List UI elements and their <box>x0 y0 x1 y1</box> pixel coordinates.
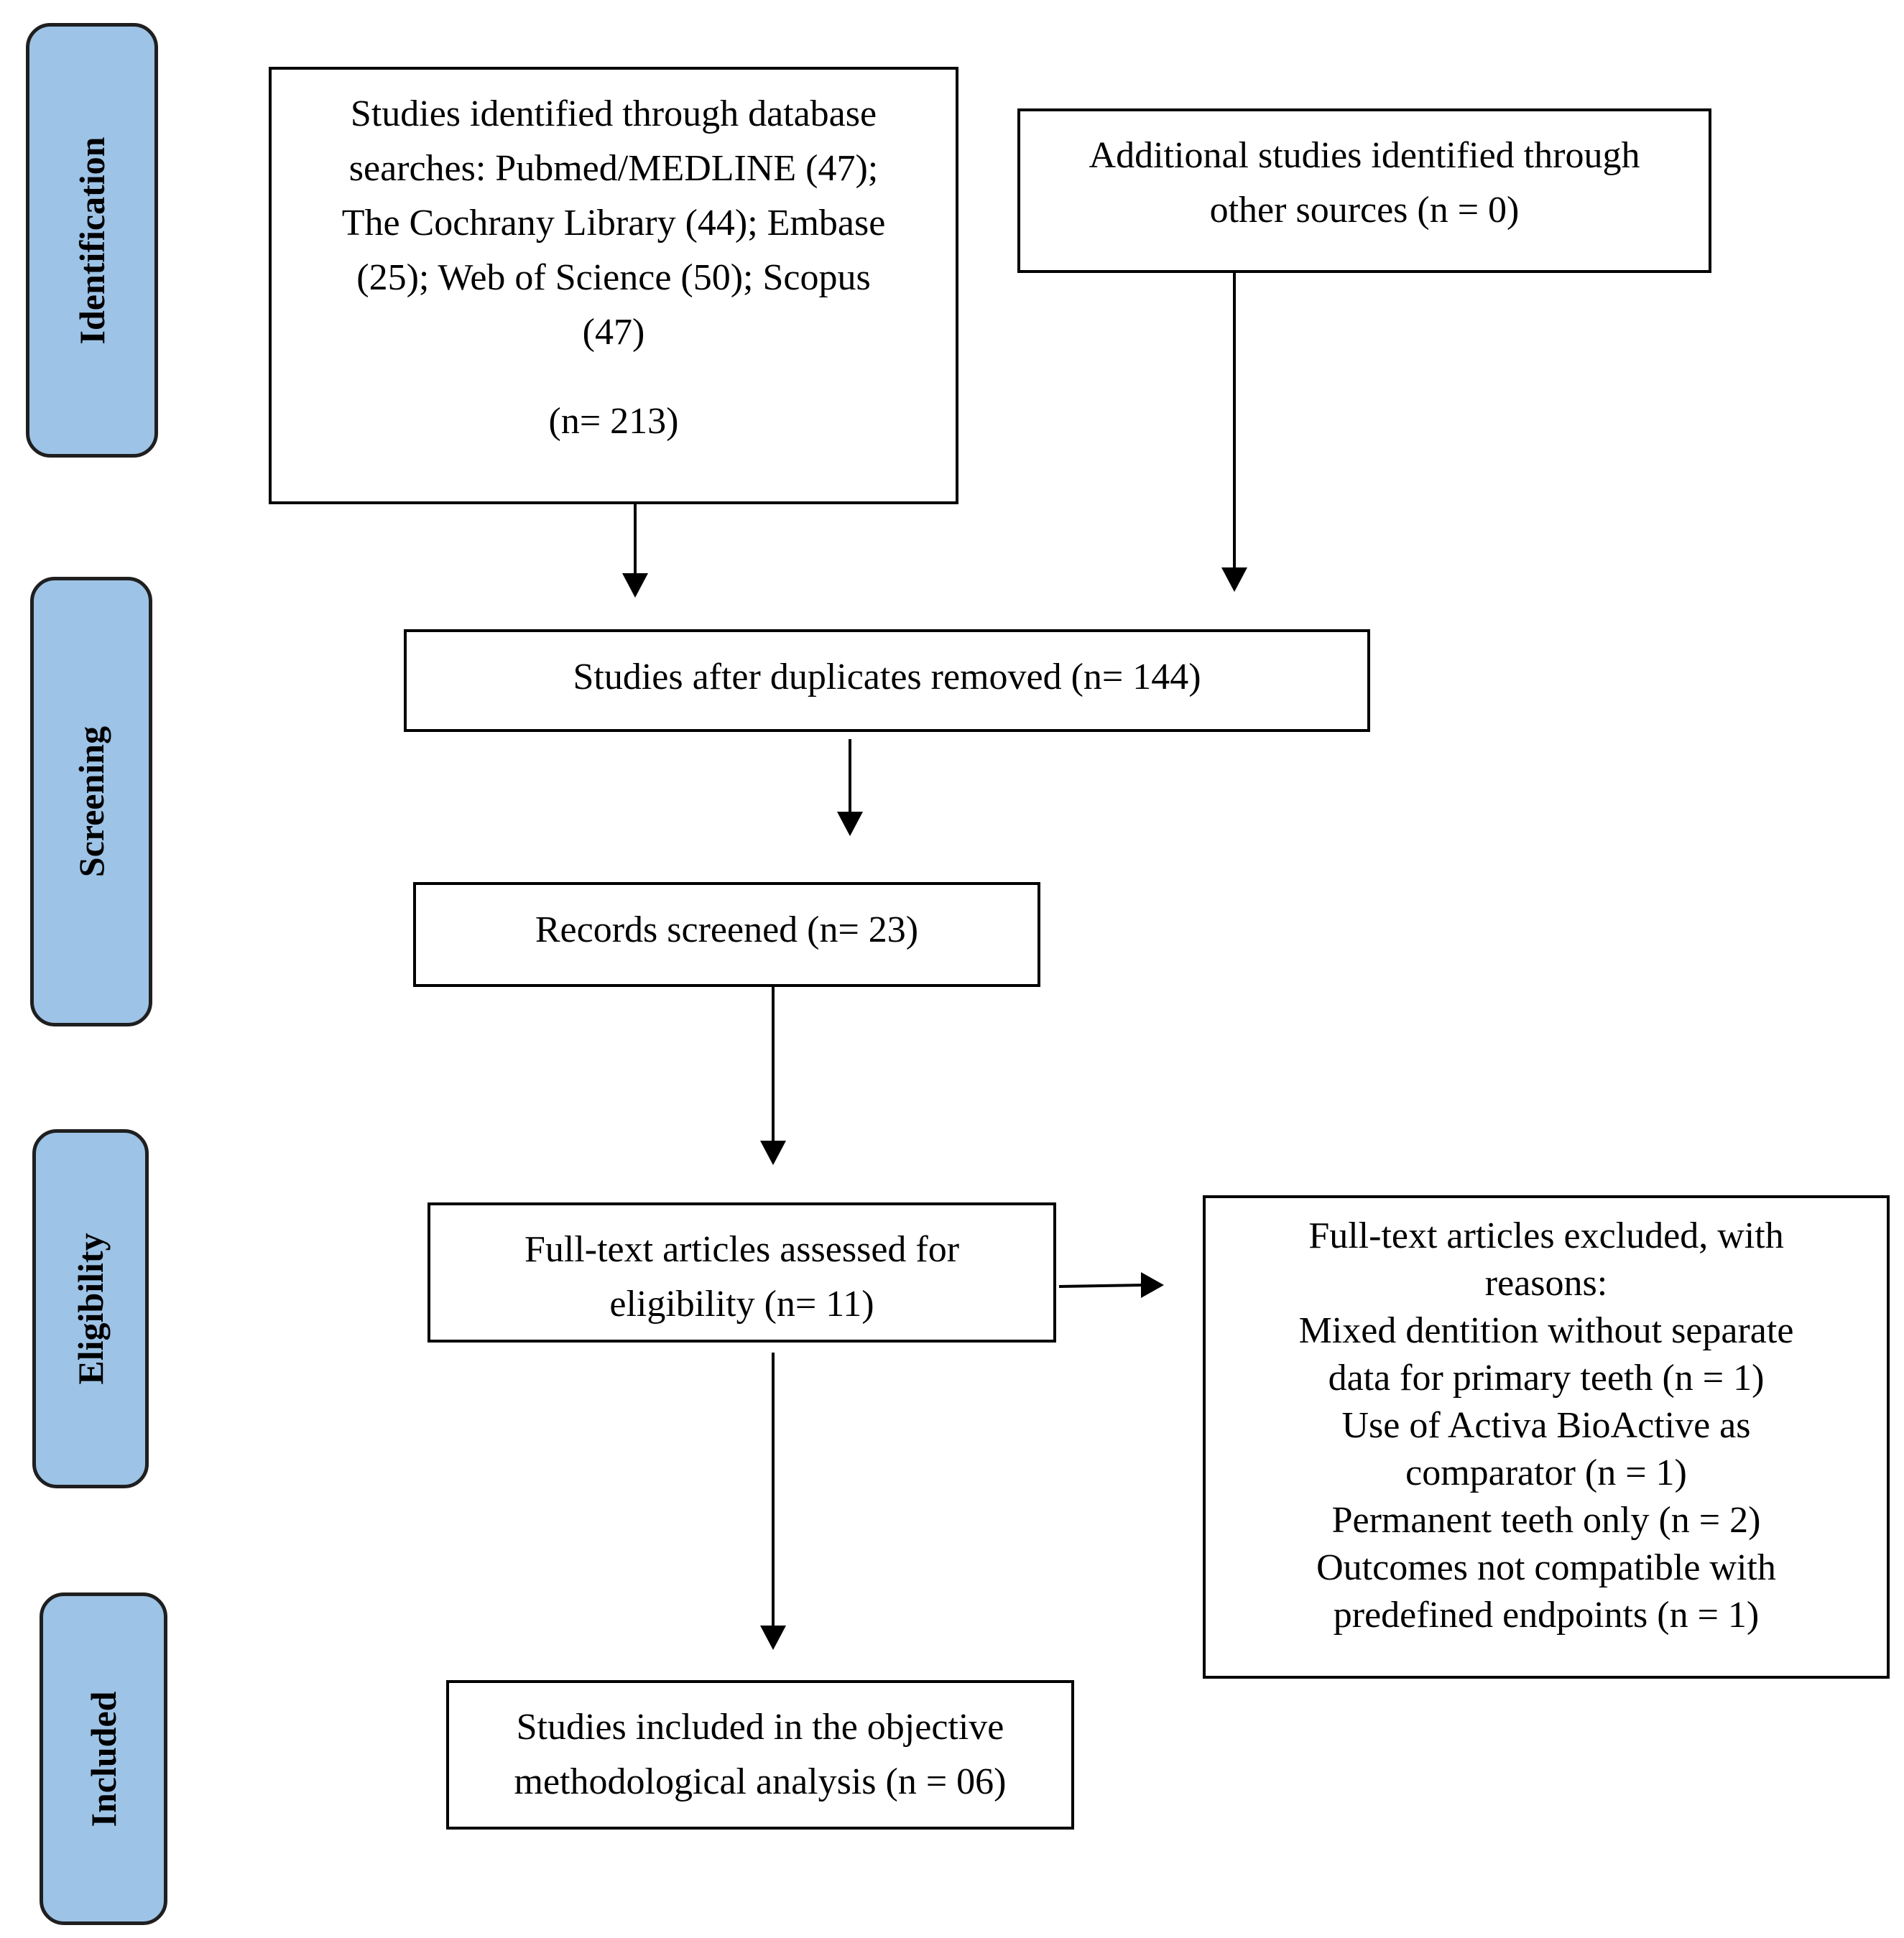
full-text-assessed-line-1: Full-text articles assessed for <box>524 1229 960 1270</box>
database-search-line-5: (47) <box>582 312 645 353</box>
excluded-line-8: Outcomes not compatible with <box>1316 1547 1776 1588</box>
arrowhead-screened-to-assessed <box>760 1141 786 1165</box>
arrowhead-duplicates-to-screened <box>837 812 863 836</box>
box-duplicates-removed: Studies after duplicates removed (n= 144… <box>404 629 1370 732</box>
box-database-search: Studies identified through database sear… <box>269 67 958 504</box>
excluded-line-2: reasons: <box>1484 1263 1608 1304</box>
stage-included: Included <box>40 1592 167 1925</box>
database-search-line-2: searches: Pubmed/MEDLINE (47); <box>348 148 879 189</box>
stage-screening: Screening <box>30 577 152 1026</box>
box-other-sources: Additional studies identified through ot… <box>1017 108 1711 273</box>
arrowhead-search-to-duplicates <box>622 573 648 598</box>
excluded-line-9: predefined endpoints (n = 1) <box>1333 1595 1760 1636</box>
excluded-line-4: data for primary teeth (n = 1) <box>1328 1358 1765 1399</box>
arrowhead-other-to-duplicates <box>1221 567 1247 592</box>
included-studies-line-1: Studies included in the objective <box>516 1707 1004 1748</box>
box-included-studies: Studies included in the objective method… <box>446 1680 1074 1830</box>
database-search-line-4: (25); Web of Science (50); Scopus <box>356 257 871 298</box>
other-sources-line-1: Additional studies identified through <box>1089 135 1640 176</box>
box-full-text-excluded: Full-text articles excluded, with reason… <box>1203 1195 1890 1679</box>
box-records-screened: Records screened (n= 23) <box>413 882 1040 987</box>
excluded-line-1: Full-text articles excluded, with <box>1308 1215 1784 1256</box>
database-search-line-1: Studies identified through database <box>350 93 877 134</box>
excluded-line-3: Mixed dentition without separate <box>1298 1310 1794 1351</box>
excluded-line-6: comparator (n = 1) <box>1405 1452 1687 1493</box>
records-screened-text: Records screened (n= 23) <box>535 909 919 950</box>
stage-identification: Identification <box>26 23 158 458</box>
excluded-line-7: Permanent teeth only (n = 2) <box>1331 1500 1761 1541</box>
arrowhead-assessed-to-included <box>760 1626 786 1650</box>
full-text-assessed-line-2: eligibility (n= 11) <box>609 1284 874 1325</box>
database-search-line-3: The Cochrany Library (44); Embase <box>341 203 886 244</box>
duplicates-removed-text: Studies after duplicates removed (n= 144… <box>573 657 1201 697</box>
included-studies-line-2: methodological analysis (n = 06) <box>514 1761 1007 1802</box>
excluded-line-5: Use of Activa BioActive as <box>1341 1405 1751 1446</box>
database-search-total: (n= 213) <box>548 401 679 442</box>
box-full-text-assessed: Full-text articles assessed for eligibil… <box>428 1202 1056 1343</box>
other-sources-line-2: other sources (n = 0) <box>1209 190 1520 231</box>
stage-eligibility: Eligibility <box>32 1129 149 1488</box>
arrowhead-assessed-to-excluded <box>1141 1272 1164 1298</box>
arrow-assessed-to-excluded <box>1058 1284 1145 1288</box>
